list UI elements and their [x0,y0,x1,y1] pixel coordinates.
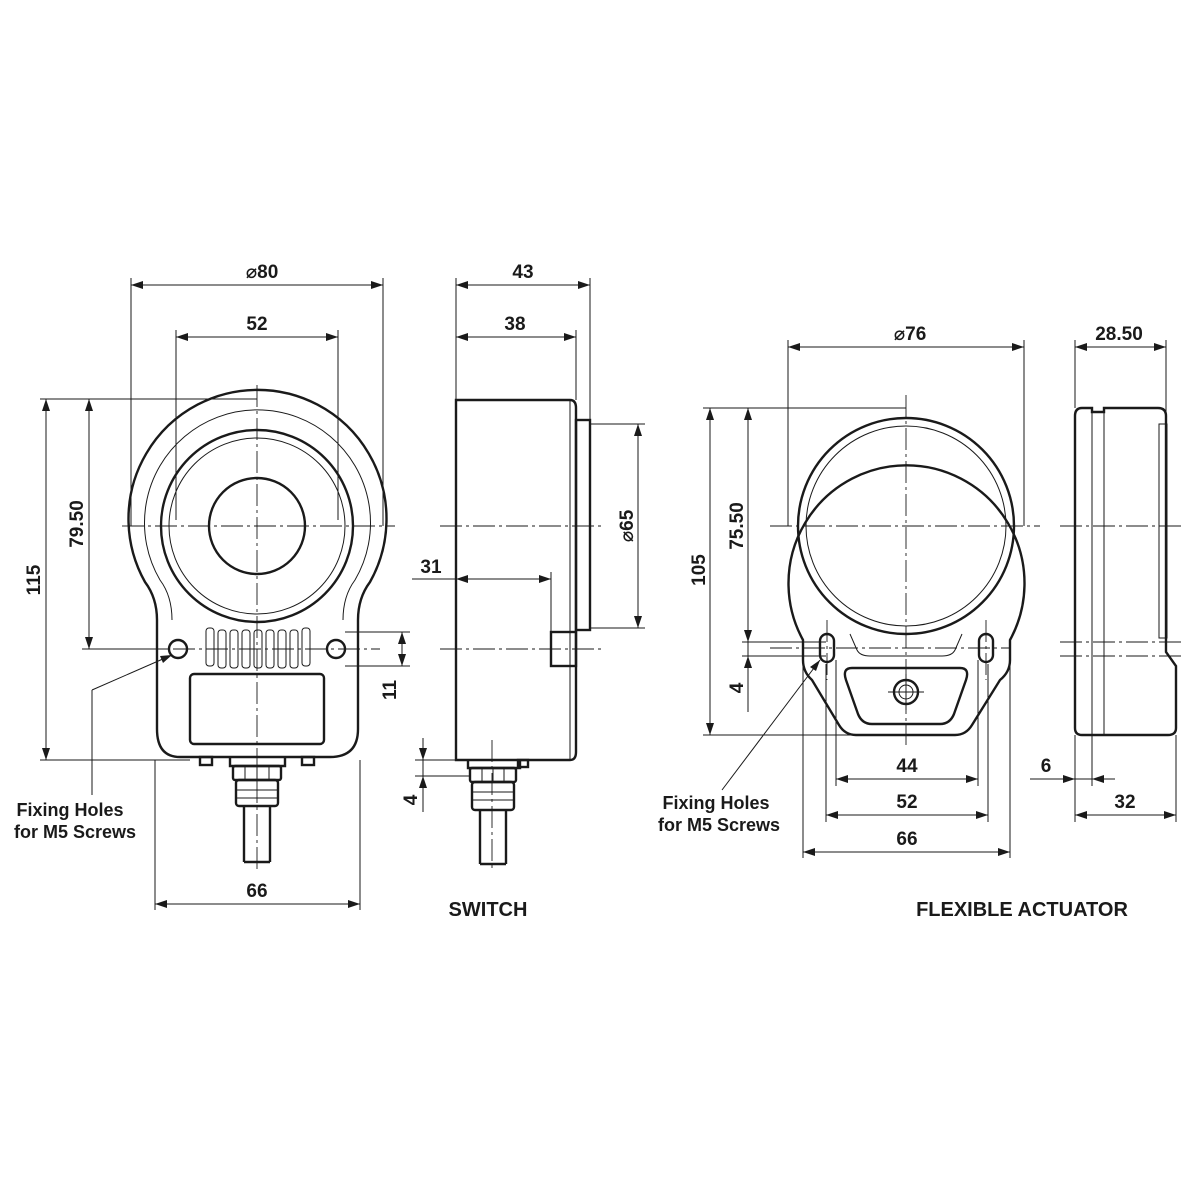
dim-switch-dia-80: 80 [257,262,278,283]
svg-text:⌀80: ⌀80 [246,262,279,283]
dim-switch-43: 43 [512,262,533,283]
diameter-symbol: ⌀ [617,531,638,542]
dim-switch-52: 52 [246,314,267,335]
dim-actuator-105: 105 [689,554,710,586]
dim-switch-dia-65: 65 [617,509,638,531]
dim-actuator-dia-76: 76 [905,324,926,345]
switch-side-view [440,398,605,870]
vent-slots [205,627,311,669]
dim-switch-66: 66 [246,881,267,902]
actuator-side-view [1060,406,1181,737]
diameter-symbol: ⌀ [894,324,905,345]
actuator-side-dimensions: 28.50 6 32 FLEXIBLE ACTUATOR [916,324,1177,921]
dim-actuator-7550: 75.50 [727,502,748,550]
switch-fixing-note-line1: Fixing Holes [16,800,123,820]
dim-actuator-66: 66 [896,829,917,850]
actuator-fixing-note-line1: Fixing Holes [662,793,769,813]
actuator-front-dimensions: ⌀76 105 75.50 4 44 52 [658,324,1025,858]
diameter-symbol: ⌀ [246,262,257,283]
actuator-fixing-note-line2: for M5 Screws [658,815,780,835]
dim-switch-38: 38 [504,314,525,335]
dim-switch-31: 31 [420,557,442,578]
dim-switch-115: 115 [24,564,45,595]
dim-actuator-52: 52 [896,792,917,813]
switch-front-view [122,385,395,870]
dim-actuator-6: 6 [1041,756,1052,777]
dim-actuator-44: 44 [896,756,918,777]
svg-text:⌀65: ⌀65 [617,509,638,542]
dim-actuator-4: 4 [727,682,748,693]
dim-switch-4: 4 [401,794,422,805]
switch-fixing-note-line2: for M5 Screws [14,822,136,842]
switch-front-dimensions: ⌀80 52 115 79.50 11 66 [14,262,410,910]
dim-actuator-2850: 28.50 [1095,324,1143,345]
dim-switch-11: 11 [380,680,401,701]
dim-switch-7950: 79.50 [67,500,88,548]
switch-title: SWITCH [449,899,528,921]
dim-actuator-32: 32 [1114,792,1135,813]
actuator-front-view [770,395,1040,745]
svg-text:⌀76: ⌀76 [894,324,927,345]
switch-side-dimensions: 43 38 31 ⌀65 4 SWITCH [401,262,645,921]
actuator-title: FLEXIBLE ACTUATOR [916,899,1128,921]
